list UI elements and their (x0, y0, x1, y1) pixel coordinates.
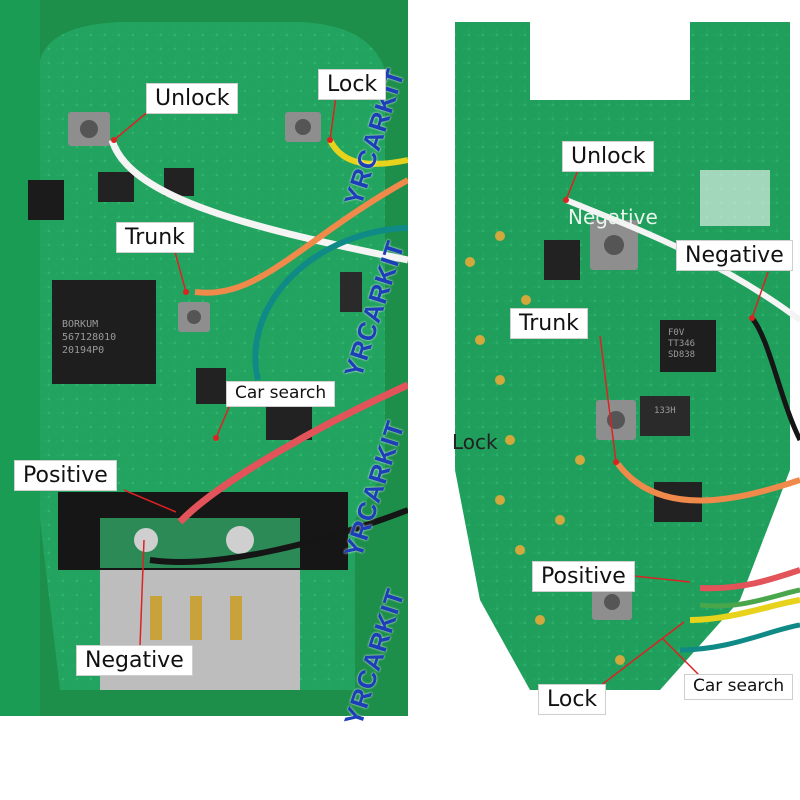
right-wire-black (749, 316, 800, 442)
right-main-chip (660, 320, 716, 372)
pointer-line (599, 335, 617, 463)
label-negative-faint: Negative (568, 205, 658, 229)
pointer-dot (327, 137, 333, 143)
left-wire-orange (194, 177, 410, 296)
left-chip-small-4 (196, 368, 226, 404)
label-unlock: Unlock (562, 141, 655, 173)
label-car-search: Car search (684, 674, 794, 700)
pointer-line (751, 271, 769, 319)
pointer-dot (749, 315, 755, 321)
label-positive: Positive (14, 460, 117, 492)
left-unlock-switch-button (80, 120, 98, 138)
left-connector-pins (340, 272, 362, 312)
left-trunk-switch-button (187, 310, 201, 324)
right-qr-code (700, 170, 770, 226)
right-wire-green (699, 587, 800, 609)
pointer-dot (563, 197, 569, 203)
label-negative: Negative (76, 645, 193, 677)
right-chip-small (544, 240, 580, 280)
left-wire-black (149, 507, 410, 565)
pointer-line (139, 539, 145, 647)
right-chip-marking: F0V TT346 SD838 (668, 328, 695, 361)
label-trunk: Trunk (510, 308, 588, 340)
label-trunk: Trunk (116, 222, 194, 254)
pointer-line (329, 95, 337, 141)
label-unlock: Unlock (146, 83, 239, 115)
left-contact-3 (230, 596, 242, 640)
pointer-dot (613, 459, 619, 465)
pointer-dot (183, 289, 189, 295)
left-wire-teal (252, 225, 409, 381)
chip-text-line: SD838 (668, 350, 696, 360)
label-lock: Lock (538, 684, 607, 716)
pointer-line (174, 251, 187, 293)
label-positive: Positive (532, 561, 635, 593)
right-wire-orange (615, 462, 800, 504)
label-lock-faint: Lock (452, 430, 498, 454)
right-wire-teal (679, 622, 800, 653)
pointer-line (633, 575, 691, 583)
pointer-line (113, 109, 151, 141)
right-unlock-switch-button (604, 235, 624, 255)
chip-text-line: 20194P0 (62, 345, 105, 356)
pointer-line (599, 621, 685, 687)
chip-text-line: TT346 (668, 339, 696, 349)
chip-text-line: 567128010 (62, 332, 117, 343)
right-chip-2 (640, 396, 690, 436)
label-car-search: Car search (226, 381, 336, 407)
pointer-line (565, 169, 579, 201)
left-contact-1 (150, 596, 162, 640)
left-solder-pad-2 (134, 528, 158, 552)
label-negative: Negative (676, 240, 793, 272)
chip-text-line: BORKUM (62, 319, 99, 330)
right-wire-yellow (689, 597, 800, 623)
left-background-edge (0, 0, 40, 716)
right-chip2-marking: 133H (654, 406, 676, 416)
left-chip-marking: BORKUM 567128010 20194P0 (62, 318, 116, 357)
pointer-dot (213, 435, 219, 441)
left-lock-switch-button (295, 119, 311, 135)
pointer-line (661, 637, 701, 677)
right-gold-pads (465, 231, 625, 665)
chip-text-line: F0V (668, 328, 685, 338)
pointer-dot (111, 137, 117, 143)
right-wire-red (699, 567, 800, 592)
label-lock: Lock (318, 69, 387, 101)
left-solder-pad (226, 526, 254, 554)
left-wire-white (108, 138, 409, 264)
left-wire-yellow (327, 138, 409, 167)
left-contact-2 (190, 596, 202, 640)
left-wire-red (177, 381, 410, 525)
left-main-chip (52, 280, 156, 384)
right-lock-switch-button (604, 594, 620, 610)
left-chip-small-2 (98, 172, 134, 202)
left-chip-small (28, 180, 64, 220)
pointer-line (123, 489, 177, 513)
